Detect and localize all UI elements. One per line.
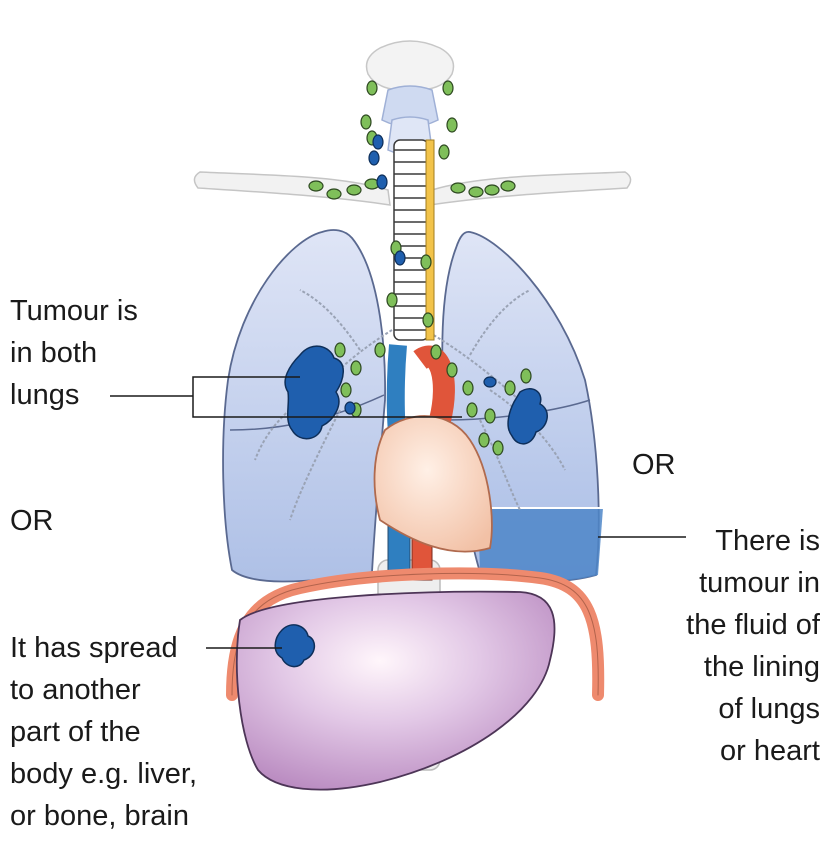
label-tumour-both-lungs: Tumour is in both lungs — [10, 290, 138, 416]
label-spread: It has spread to another part of the bod… — [10, 627, 197, 837]
label-line: lungs — [10, 379, 80, 411]
leader-lines — [110, 376, 686, 649]
clavicles — [193, 171, 632, 206]
liver — [236, 590, 556, 791]
involved-nodes — [344, 134, 497, 415]
label-line: the lining — [703, 651, 820, 683]
label-line: the fluid of — [686, 609, 820, 641]
label-line: tumour in — [699, 567, 820, 599]
label-or-left: OR — [10, 505, 54, 537]
label-line: or heart — [720, 735, 820, 767]
trachea — [393, 139, 435, 341]
tumours — [274, 345, 548, 668]
label-tumour-in-fluid: There is tumour in the fluid of the lini… — [640, 520, 820, 772]
lymph-nodes — [308, 80, 532, 456]
heart — [373, 415, 493, 553]
label-line: Tumour is — [10, 295, 138, 327]
label-line: There is — [715, 525, 820, 557]
label-line: or bone, brain — [10, 800, 189, 832]
label-line: It has spread — [10, 632, 178, 664]
label-line: in both — [10, 337, 98, 369]
label-line: part of the — [10, 716, 141, 748]
label-line: of lungs — [718, 693, 820, 725]
label-line: body e.g. liver, — [10, 758, 197, 790]
label-or-right: OR — [632, 449, 676, 481]
label-line: to another — [10, 674, 141, 706]
